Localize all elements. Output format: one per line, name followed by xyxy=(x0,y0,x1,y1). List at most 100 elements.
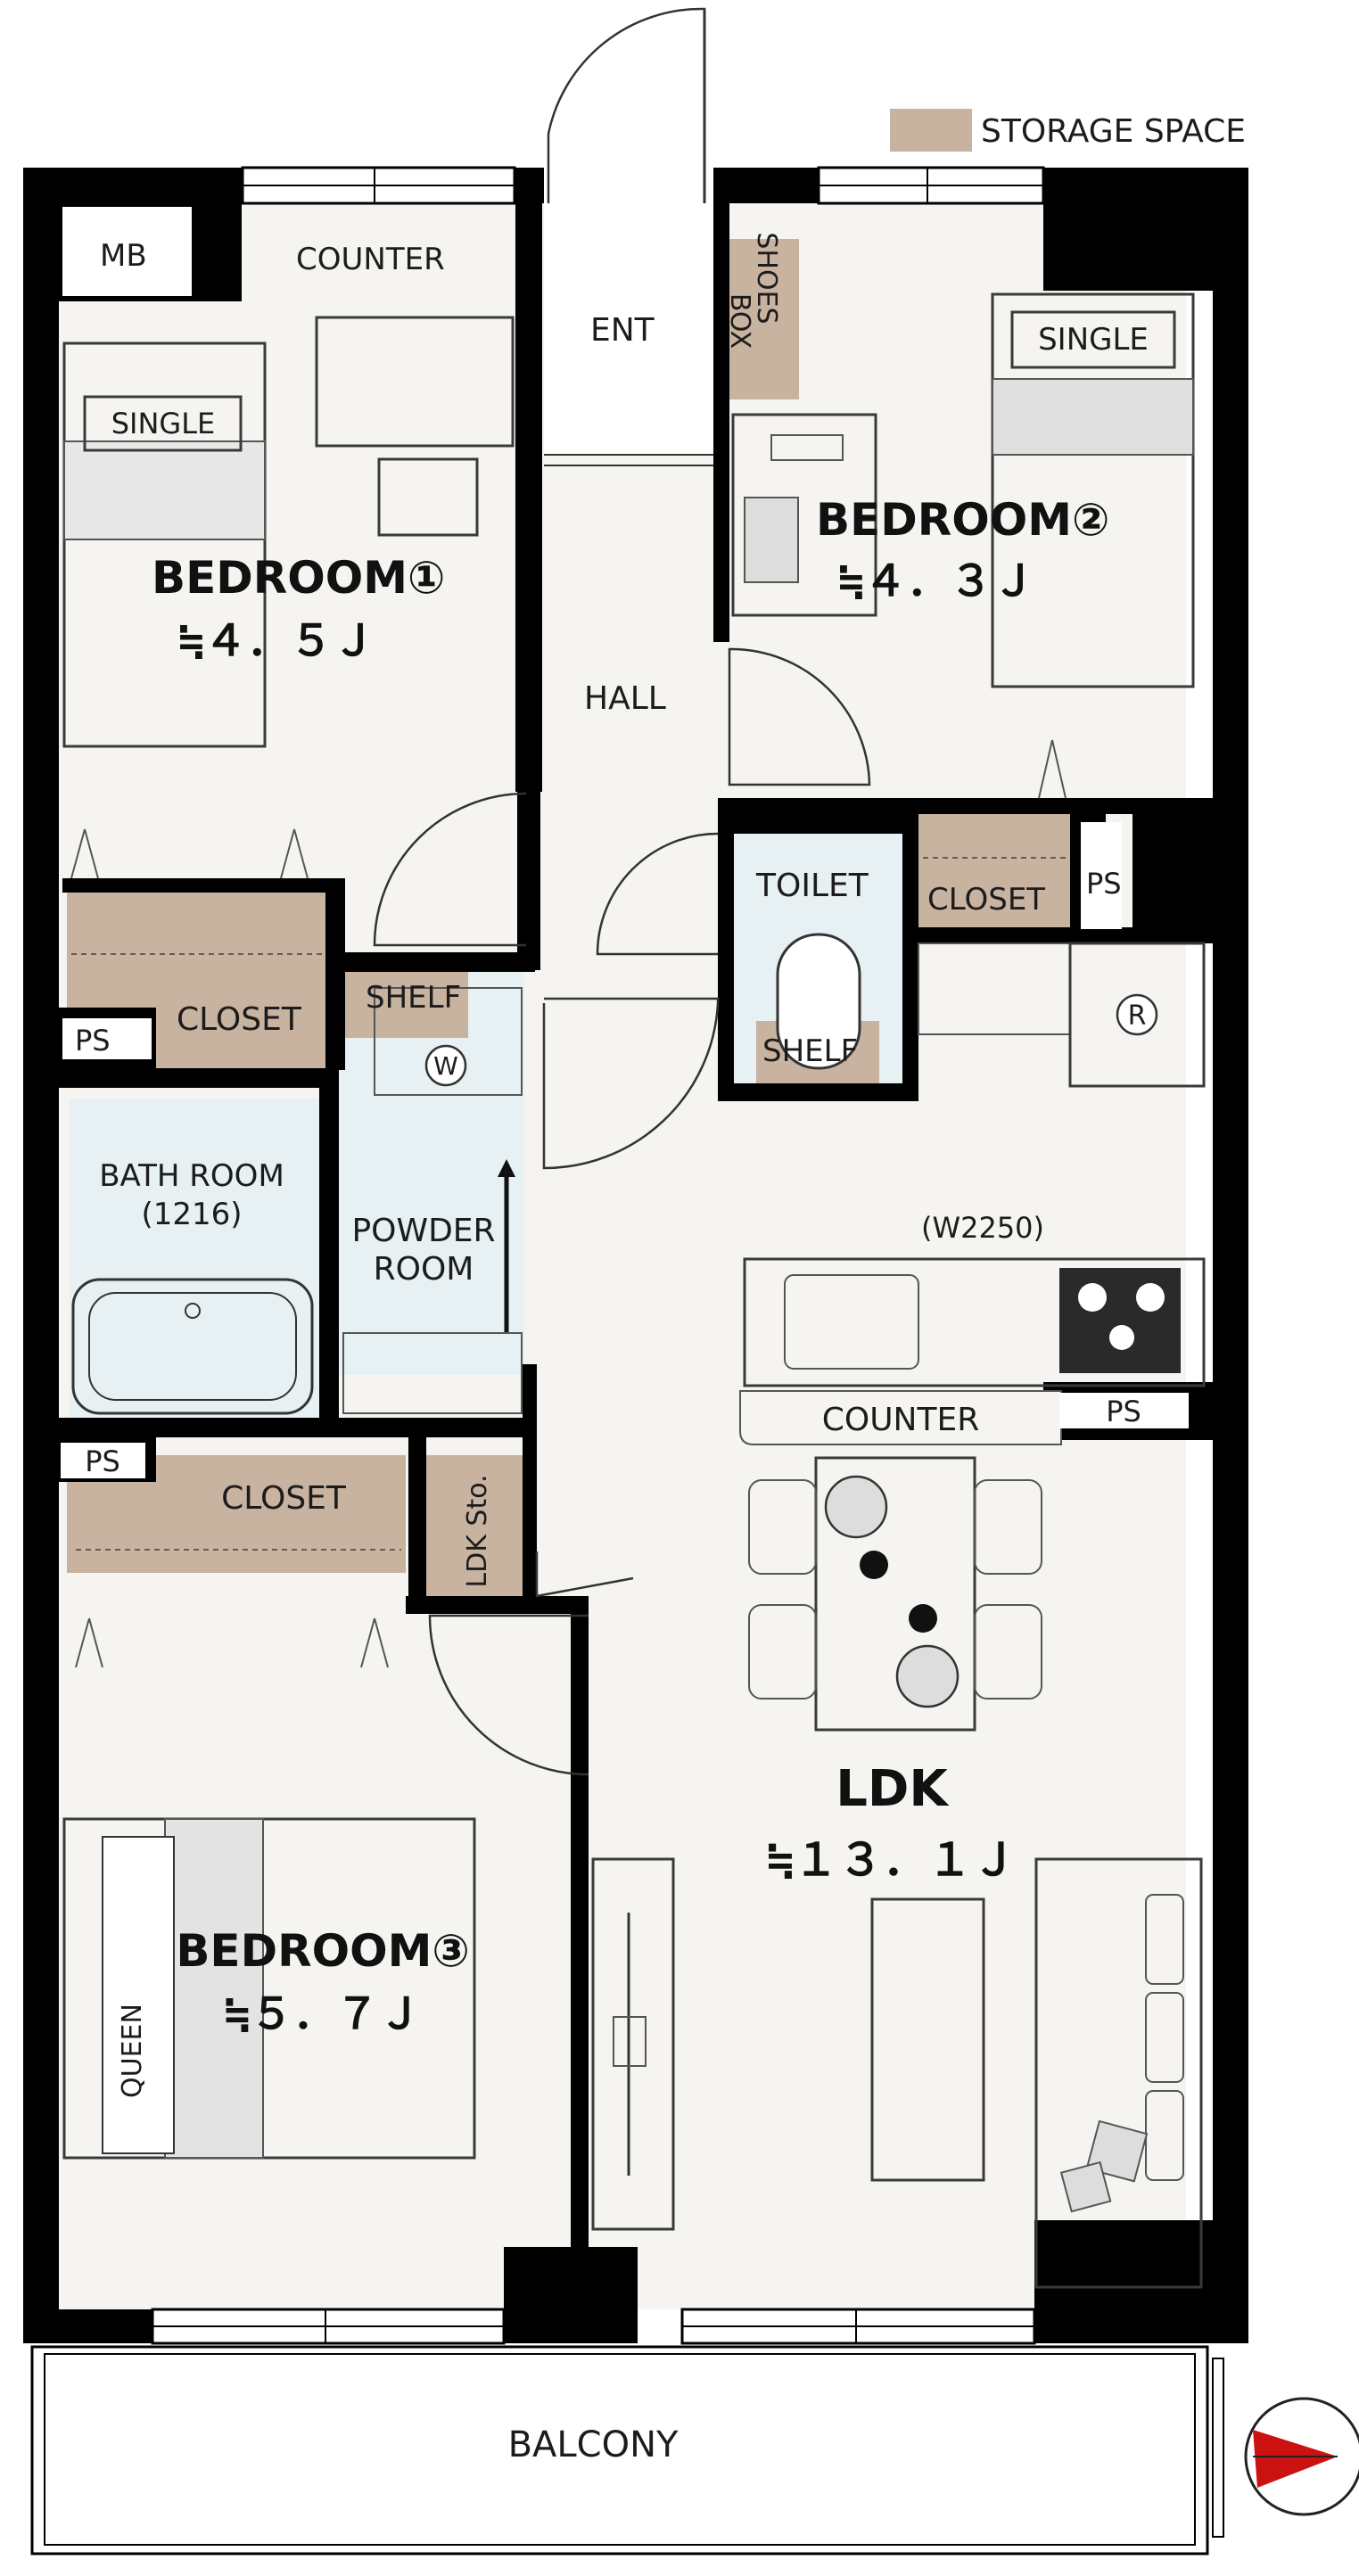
wall-toilet-bottom xyxy=(718,1083,918,1101)
label-shelf-powder: SHELF xyxy=(366,980,461,1016)
label-bedroom1-area: ≒４．５Ｊ xyxy=(178,616,375,666)
storage-areas xyxy=(67,239,1075,1607)
wall-north-corner xyxy=(1043,168,1248,291)
label-ps-kitchen: PS xyxy=(1106,1395,1141,1428)
wall-south-2 xyxy=(504,2247,638,2343)
wall-hall-east xyxy=(713,168,729,640)
door-bedroom1 xyxy=(373,792,527,947)
wall-north-3 xyxy=(713,168,819,203)
bed-single-bedroom2 xyxy=(991,292,1195,688)
stove xyxy=(1059,1268,1181,1373)
chair xyxy=(974,1604,1042,1700)
label-bath-room: BATH ROOM xyxy=(99,1158,284,1194)
sofa xyxy=(1034,1857,1203,2289)
wall-powder-top xyxy=(330,952,535,972)
tv-board xyxy=(591,1857,675,2231)
door-powder xyxy=(542,997,720,1170)
label-shelf-toilet: SHELF xyxy=(762,1033,858,1069)
label-bedroom1-name: BEDROOM① xyxy=(152,552,445,604)
washing-machine xyxy=(374,987,523,1096)
door-ldk-storage xyxy=(535,1551,634,1598)
desk-bedroom2 xyxy=(731,413,877,617)
fixtures xyxy=(62,292,1206,2289)
label-shoes-2: BOX xyxy=(724,293,755,349)
shoes-box xyxy=(721,239,799,399)
toilet-bowl xyxy=(776,933,861,1070)
ldk-storage xyxy=(426,1455,526,1607)
door-bedroom2 xyxy=(728,647,871,786)
labels: MB COUNTER ENT SHOES BOX SINGLE SINGLE B… xyxy=(75,232,1149,2465)
entrance-floor xyxy=(544,187,713,455)
wall-west xyxy=(23,168,59,2343)
balcony-outline xyxy=(30,2345,1209,2555)
label-bedroom3-name: BEDROOM③ xyxy=(176,1925,469,1977)
label-single-1: SINGLE xyxy=(111,407,216,440)
wall-east xyxy=(1213,168,1248,2343)
label-shoes-1: SHOES xyxy=(751,232,782,324)
ps-block-right xyxy=(1132,798,1248,941)
entrance-door xyxy=(544,7,713,466)
label-powder-room: ROOM xyxy=(374,1251,474,1288)
wall-bedroom3-east xyxy=(571,1596,589,2247)
label-hall: HALL xyxy=(584,680,666,717)
wall-toilet-west xyxy=(718,798,734,1101)
desk-chair xyxy=(377,457,479,537)
balcony-area xyxy=(30,2345,1224,2555)
label-bath-size: (1216) xyxy=(141,1197,242,1232)
door-toilet xyxy=(596,832,719,956)
wall-south-corner xyxy=(1034,2220,1248,2343)
bed-queen xyxy=(62,1817,476,2160)
label-mb: MB xyxy=(100,238,147,274)
label-bedroom2-area: ≒４．３Ｊ xyxy=(838,556,1035,606)
chair xyxy=(974,1479,1042,1575)
wall-bath-east xyxy=(319,1068,339,1425)
label-counter-top: COUNTER xyxy=(296,242,445,277)
north-arrow-icon xyxy=(1244,2397,1359,2516)
label-powder: POWDER xyxy=(351,1213,495,1249)
wall-bedroom3-top xyxy=(406,1596,589,1614)
counter-bar xyxy=(739,1390,1062,1445)
door-bedroom3 xyxy=(428,1614,589,1776)
legend-label: STORAGE SPACE xyxy=(981,113,1246,150)
shelf-powder-room xyxy=(343,972,468,1038)
label-single-2: SINGLE xyxy=(1038,322,1149,358)
label-bedroom2-name: BEDROOM② xyxy=(816,494,1109,546)
wall-toilet-top xyxy=(718,798,912,834)
label-entrance: ENT xyxy=(590,312,655,349)
bathtub xyxy=(71,1278,314,1415)
label-ldk-storage: LDK Sto. xyxy=(462,1474,493,1587)
door-swings xyxy=(373,647,871,1776)
walls xyxy=(23,168,1248,2343)
desk xyxy=(315,316,515,448)
wall-bath-top xyxy=(54,1068,339,1088)
kitchen-counter xyxy=(743,1257,1206,1387)
legend: STORAGE SPACE xyxy=(890,109,1246,152)
label-closet-bedroom3: CLOSET xyxy=(221,1480,347,1517)
legend-swatch xyxy=(890,109,972,152)
label-bedroom3-area: ≒５．７Ｊ xyxy=(225,1989,422,2039)
label-ldk-area: ≒１３．１Ｊ xyxy=(767,1834,1017,1886)
powder-room-floor xyxy=(337,972,524,1375)
chair xyxy=(748,1479,817,1575)
label-ps-right-top: PS xyxy=(1086,867,1122,901)
label-ps-left-top: PS xyxy=(75,1024,111,1058)
label-queen: QUEEN xyxy=(117,2004,148,2098)
refrigerator xyxy=(1068,942,1206,1088)
wall-hall-west xyxy=(515,168,542,792)
living-table xyxy=(870,1897,985,2182)
label-fridge: R xyxy=(1128,1000,1147,1032)
label-balcony: BALCONY xyxy=(508,2424,679,2465)
dining-table xyxy=(814,1456,976,1732)
wall-south-1 xyxy=(23,2309,152,2343)
chair xyxy=(748,1604,817,1700)
kitchen-sink xyxy=(784,1274,919,1370)
wall-closet1-top xyxy=(62,878,339,893)
wall-toilet-east xyxy=(902,798,918,1101)
bed-single-bedroom1 xyxy=(62,342,267,748)
label-ldk-name: LDK xyxy=(836,1760,950,1818)
closet-bedroom2 xyxy=(918,813,1075,938)
label-washer: W xyxy=(433,1051,458,1081)
label-kitchen-width: (W2250) xyxy=(921,1211,1044,1245)
